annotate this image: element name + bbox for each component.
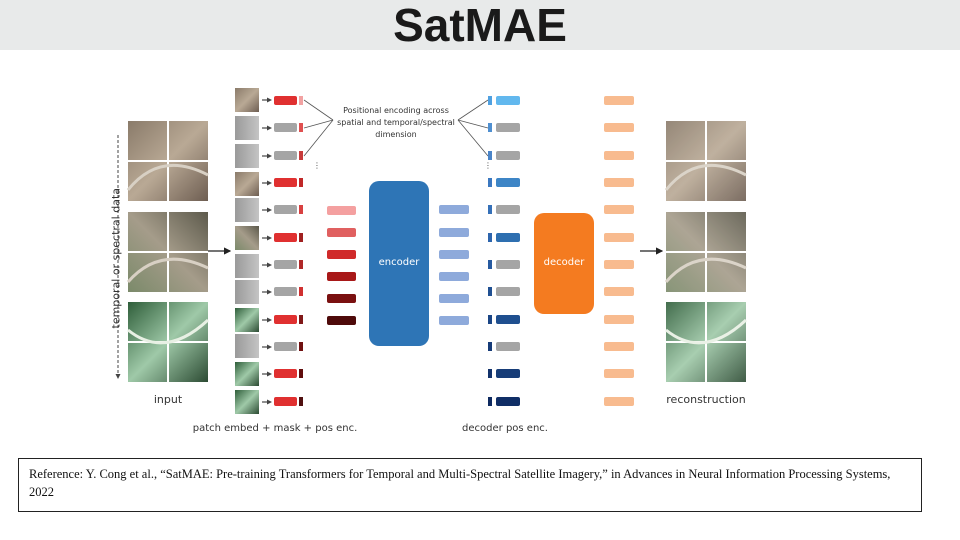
- reconstruction-image-1: [664, 121, 747, 201]
- reconstruction-image-3: [665, 302, 748, 382]
- decoder-block: [534, 213, 594, 314]
- decoder-output-tokens: [604, 96, 634, 406]
- visible-tokens-red: [327, 206, 356, 325]
- patch-embed-label: patch embed + mask + pos enc.: [192, 423, 358, 434]
- title-bar: [0, 0, 960, 50]
- input-image-2: [126, 212, 209, 292]
- axis-label: temporal or spectral data: [109, 187, 123, 329]
- reference-box: Reference: Y. Cong et al., “SatMAE: Pre-…: [18, 458, 922, 512]
- patch-column: [235, 88, 259, 414]
- decoder-pos-label: decoder pos enc.: [462, 423, 548, 434]
- slide-title: SatMAE: [393, 0, 567, 51]
- decoder-input-tokens: ⋮: [484, 96, 520, 406]
- encoder-block: [369, 181, 429, 346]
- pos-note-callouts: [303, 99, 489, 157]
- pos-note-line-2: spatial and temporal/spectral: [337, 118, 455, 127]
- patch-tokens: ⋮: [262, 96, 321, 406]
- reconstruction-image-2: [664, 212, 747, 292]
- svg-text:⋮: ⋮: [484, 161, 492, 170]
- reference-text: Reference: Y. Cong et al., “SatMAE: Pre-…: [29, 467, 891, 499]
- svg-text:⋮: ⋮: [313, 161, 321, 170]
- decoder-label: decoder: [543, 257, 585, 268]
- encoder-label: encoder: [378, 257, 420, 268]
- pos-note-line-1: Positional encoding across: [343, 106, 449, 115]
- pos-note-line-3: dimension: [375, 130, 417, 139]
- reconstruction-label: reconstruction: [666, 393, 746, 406]
- input-label: input: [153, 393, 183, 406]
- input-image-3: [127, 302, 210, 382]
- input-image-1: [126, 121, 209, 201]
- encoder-output-tokens: [439, 205, 469, 325]
